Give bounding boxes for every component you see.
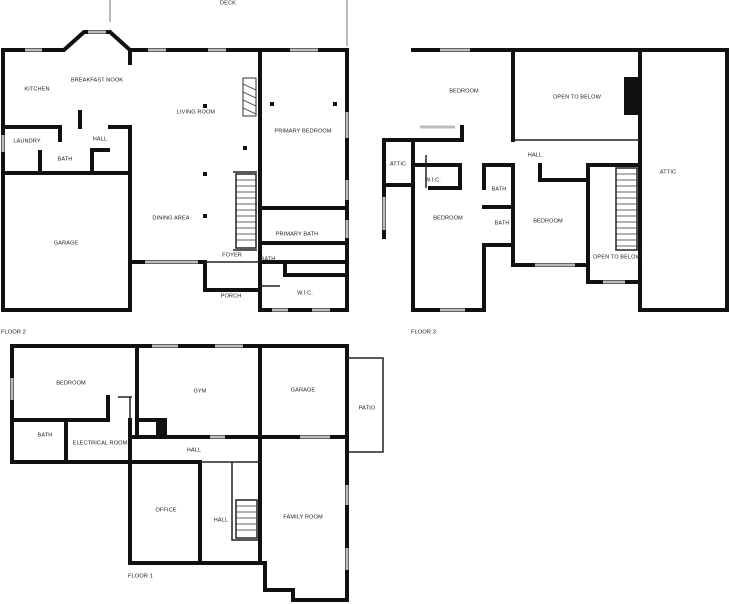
room-label-bath: BATH [492,186,507,192]
room-label-bath: BATH [38,432,53,438]
room-label-porch: PORCH [221,293,242,299]
room-label-bedroom-3: BEDROOM [533,218,563,224]
electrical-panel-icon [156,421,164,435]
floor-1-interior-walls [10,344,349,565]
room-label-hall-2: HALL [214,517,228,523]
floor-2-plan: DECK KITCHEN BREAKFAST NOOK LIVING ROOM … [1,0,349,336]
room-label-attic: ATTIC [390,161,406,167]
room-label-garage: GARAGE [291,387,316,393]
floor-3-windows [382,48,625,312]
floor-3-thin-walls [425,139,640,188]
room-label-primary-bedroom: PRIMARY BEDROOM [274,128,331,134]
deck-outline [109,0,348,46]
room-label-breakfast-nook: BREAKFAST NOOK [71,77,123,83]
room-label-open-to-below-2: OPEN TO BELOW [593,254,642,260]
floor-label-3: FLOOR 3 [411,330,436,336]
floor-2-interior-walls [1,48,349,312]
floor-1-thin-walls [118,396,260,541]
floor-label-1: FLOOR 1 [128,574,153,580]
floor-3-plan: BEDROOM OPEN TO BELOW ATTIC HALL ATTIC W… [382,48,729,336]
room-label-electrical-room: ELECTRICAL ROOM [73,440,128,446]
floor-3-stairs [615,167,638,251]
floor-2-windows [1,30,349,312]
room-label-bath-2: BATH [495,220,510,226]
room-label-bedroom: BEDROOM [449,88,479,94]
room-label-bedroom-2: BEDROOM [433,215,463,221]
room-label-foyer: FOYER [222,252,242,258]
room-label-living-room: LIVING ROOM [177,109,216,115]
floor-1-exterior-wall [10,344,349,602]
floor-2-stairs [235,173,257,249]
room-label-family-room: FAMILY ROOM [283,514,323,520]
floor-1-windows [10,344,349,570]
floor-1-stairs [235,499,258,539]
room-label-bath: BATH [58,156,73,162]
room-label-attic-2: ATTIC [660,169,676,175]
room-label-kitchen: KITCHEN [24,86,49,92]
room-label-bedroom: BEDROOM [56,380,86,386]
room-label-primary-bath: PRIMARY BATH [276,231,319,237]
room-label-bath-2: BATH [261,256,276,262]
room-label-wic: W.I.C. [425,177,441,183]
patio-outline [347,357,384,453]
fireplace-icon [242,77,257,117]
room-label-garage: GARAGE [54,240,79,246]
room-label-wic: W.I.C. [297,290,313,296]
room-label-hall: HALL [187,447,201,453]
chimney-icon [624,77,639,115]
floor-2-thin-walls [205,171,280,287]
floor-label-2: FLOOR 2 [1,330,26,336]
room-label-patio: PATIO [359,405,376,411]
room-label-gym: GYM [193,388,206,394]
floor-1-plan: BEDROOM GYM GARAGE PATIO BATH ELECTRICAL… [10,344,384,602]
room-label-dining-area: DINING AREA [152,215,189,221]
room-label-laundry: LAUNDRY [13,138,40,144]
room-label-hall: HALL [528,152,542,158]
room-label-hall: HALL [93,136,107,142]
room-label-office: OFFICE [155,507,176,513]
floor-3-interior-walls [382,48,642,312]
floor-2-columns [66,102,337,312]
room-label-deck: DECK [220,0,236,6]
room-label-open-to-below: OPEN TO BELOW [553,94,602,100]
floor-3-exterior-wall [382,48,729,312]
